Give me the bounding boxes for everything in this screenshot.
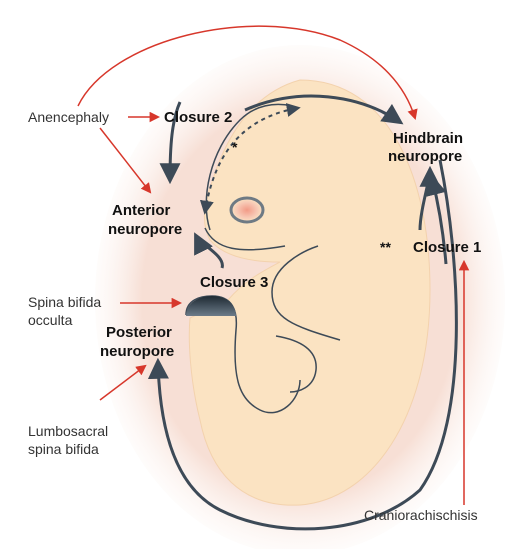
posterior-tail [185, 295, 301, 414]
closure2-hindbrain-arrow [244, 94, 404, 125]
label-lumbosacral: Lumbosacral [28, 423, 108, 439]
label-anterior-neuropore: neuropore [108, 221, 182, 238]
label-closure-3: Closure 3 [200, 274, 268, 291]
label-closure-1: Closure 1 [413, 239, 481, 256]
label-posterior-neuropore: neuropore [100, 343, 174, 360]
label-hindbrain-neuropore: neuropore [388, 148, 462, 165]
label-spina-bifida: spina bifida [28, 441, 99, 457]
label-closure-2: Closure 2 [164, 109, 232, 126]
posterior-neuropore-cap [186, 296, 236, 316]
closure2-anterior-arrow [159, 101, 182, 185]
label-craniorachischisis: Craniorachischisis [364, 507, 478, 523]
pharyngeal-arch [271, 245, 341, 341]
label-occulta: occulta [28, 312, 73, 328]
label-anterior: Anterior [112, 202, 171, 219]
anencephaly-to-anterior-arrow [99, 127, 152, 194]
single-star-marker: * [232, 139, 238, 155]
closure1-outer-arc [147, 159, 458, 531]
label-spina-bifida-occulta: Spina bifida [28, 294, 101, 310]
limb-curve [275, 335, 317, 393]
label-hindbrain: Hindbrain [393, 130, 463, 147]
label-anencephaly: Anencephaly [28, 109, 109, 125]
hindbrain-down-arrow [425, 173, 448, 265]
closure1-arc-arrow [418, 165, 441, 231]
label-posterior: Posterior [106, 324, 172, 341]
eye [229, 196, 265, 224]
lumbosacral-arrow [99, 364, 147, 401]
closure3-arrow [194, 232, 224, 269]
dashed-closure-arrow [199, 103, 301, 215]
double-star-marker: ** [380, 239, 391, 255]
anencephaly-to-hindbrain-arrow [77, 25, 418, 121]
